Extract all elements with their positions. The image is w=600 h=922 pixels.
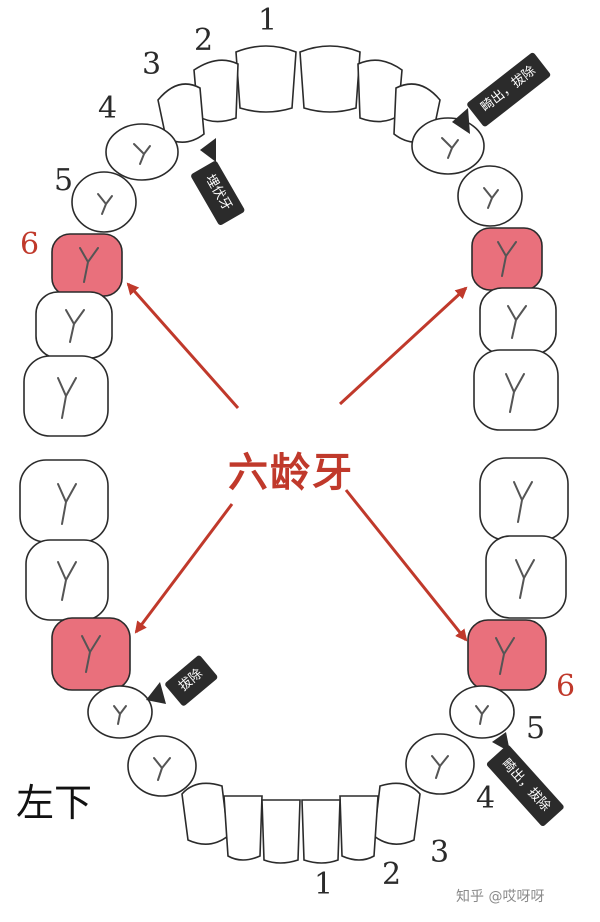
upper-right-first-molar	[471, 227, 543, 291]
lower-left-first-molar	[51, 617, 131, 691]
upper-right-central-incisor	[299, 45, 361, 113]
upper-number-2: 2	[194, 23, 214, 58]
upper-number-4: 4	[98, 91, 118, 126]
quadrant-label: 左下	[16, 781, 93, 825]
lower-left-first-premolar	[127, 735, 197, 797]
lower-right-third-molar	[479, 457, 569, 541]
lower-right-first-molar	[467, 619, 547, 691]
upper-arch	[23, 45, 559, 437]
lower-left-third-molar	[19, 459, 109, 543]
lower-left-central-incisor	[261, 799, 301, 864]
lower-left-second-premolar	[87, 685, 153, 739]
lower-number-2: 2	[382, 857, 402, 892]
lower-number-1: 1	[314, 867, 334, 902]
upper-number-3: 3	[142, 47, 162, 82]
lower-number-4: 4	[476, 781, 496, 816]
lower-right-central-incisor	[301, 799, 341, 864]
lower-right-second-premolar	[449, 685, 515, 739]
lower-right-first-premolar	[405, 733, 475, 795]
lower-arch	[19, 457, 569, 864]
upper-left-lateral-incisor	[193, 59, 239, 123]
lower-right-canine	[373, 782, 421, 845]
arrow-lower-right	[344, 489, 468, 642]
arrow-upper-left	[126, 282, 240, 409]
upper-left-central-incisor	[235, 45, 297, 113]
upper-number-5: 5	[54, 163, 74, 198]
center-label: 六龄牙	[228, 449, 354, 496]
lower-left-canine	[181, 782, 229, 845]
lower-number-3: 3	[430, 835, 450, 870]
lower-number-6: 6	[556, 669, 576, 704]
lower-right-second-molar	[485, 535, 567, 619]
lower-left-lateral-incisor	[223, 795, 263, 861]
lower-right-lateral-incisor	[339, 795, 379, 861]
arrows	[126, 282, 468, 642]
upper-right-first-premolar	[411, 117, 485, 175]
arrow-upper-right	[338, 286, 468, 406]
upper-number-1: 1	[258, 3, 278, 38]
tooth-fissures	[57, 137, 535, 781]
upper-number-6: 6	[20, 227, 40, 262]
watermark: 知乎 @哎呀呀	[456, 889, 545, 905]
arrow-lower-left	[134, 503, 234, 634]
lower-number-5: 5	[526, 711, 546, 746]
upper-right-second-molar	[479, 287, 557, 355]
